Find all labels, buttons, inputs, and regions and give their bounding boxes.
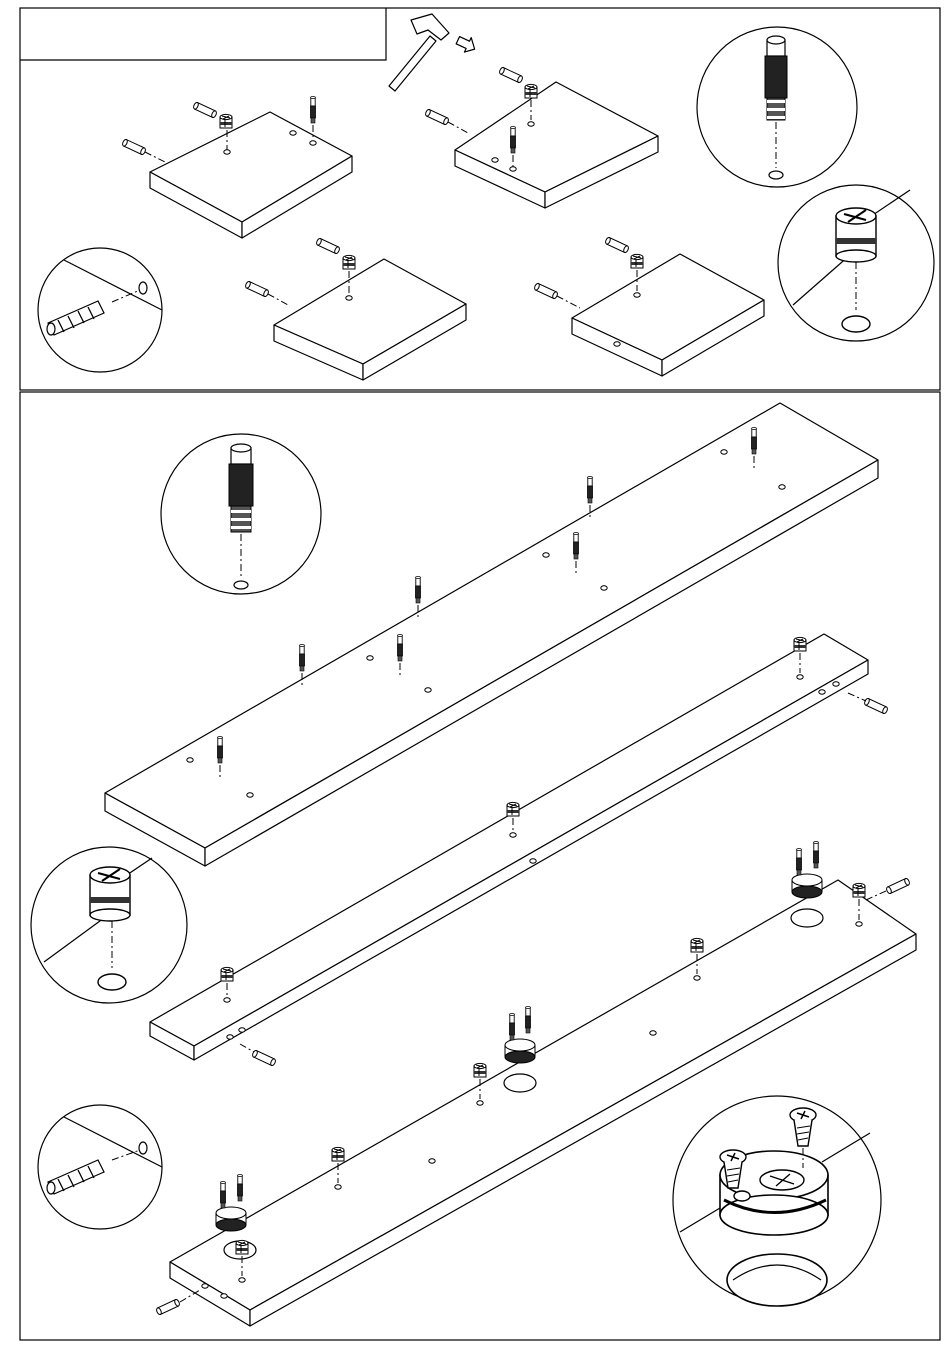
small-panel-2 <box>425 67 658 208</box>
dowel-icon <box>156 1299 181 1315</box>
cam-lock-icon <box>332 1147 344 1161</box>
cam-lock-icon <box>691 938 703 952</box>
cam-disc-icon <box>792 842 822 899</box>
cam-lock-icon <box>221 967 233 981</box>
dowel-icon <box>316 238 341 254</box>
hammer-icon <box>389 14 449 91</box>
callout-cam-bolt-step2 <box>161 434 321 594</box>
callout-cam-lock-step2 <box>31 847 187 1003</box>
cam-bolt-icon <box>415 577 420 604</box>
cam-bolt-icon <box>299 645 304 672</box>
dowel-icon <box>122 139 147 155</box>
callout-dowel-step1 <box>38 248 162 372</box>
callout-cam-lock-step1 <box>778 185 934 341</box>
cam-bolt-icon <box>573 533 578 560</box>
step-title-box <box>20 8 386 60</box>
dowel-icon <box>864 698 889 714</box>
callout-dowel-step2 <box>38 1105 162 1229</box>
cam-disc-icon <box>216 1175 246 1232</box>
cam-lock-icon <box>220 114 232 128</box>
dowel-icon <box>499 67 524 83</box>
cam-bolt-icon <box>397 635 402 662</box>
dowel-icon <box>605 237 630 253</box>
dowel-icon <box>534 283 559 299</box>
dowel-icon <box>886 878 911 894</box>
cam-lock-icon <box>853 883 865 897</box>
dowel-icon <box>425 109 450 125</box>
cam-lock-icon <box>507 802 519 816</box>
cam-lock-icon <box>474 1063 486 1077</box>
callout-cam-bolt-step1 <box>697 27 857 187</box>
callout-cam-screws-step2 <box>673 1096 881 1306</box>
cam-bolt-icon <box>310 97 315 124</box>
cam-disc-icon <box>505 1007 535 1064</box>
long-panel-top <box>105 403 878 866</box>
cam-lock-icon <box>236 1240 248 1254</box>
cam-lock-icon <box>631 254 643 268</box>
small-panel-4 <box>534 237 764 376</box>
cam-lock-icon <box>343 255 355 269</box>
cam-bolt-icon <box>217 737 222 764</box>
small-panel-1 <box>122 97 352 239</box>
cam-lock-icon <box>794 637 806 651</box>
cam-lock-icon <box>525 84 537 98</box>
arrow-right-icon <box>454 33 478 56</box>
dowel-icon <box>252 1050 277 1066</box>
dowel-icon <box>193 102 218 118</box>
cam-bolt-icon <box>510 127 515 154</box>
small-panel-3 <box>245 238 466 380</box>
long-panel-bottom <box>156 842 916 1327</box>
dowel-icon <box>245 281 270 297</box>
cam-bolt-icon <box>587 477 592 504</box>
cam-bolt-icon <box>751 428 756 455</box>
